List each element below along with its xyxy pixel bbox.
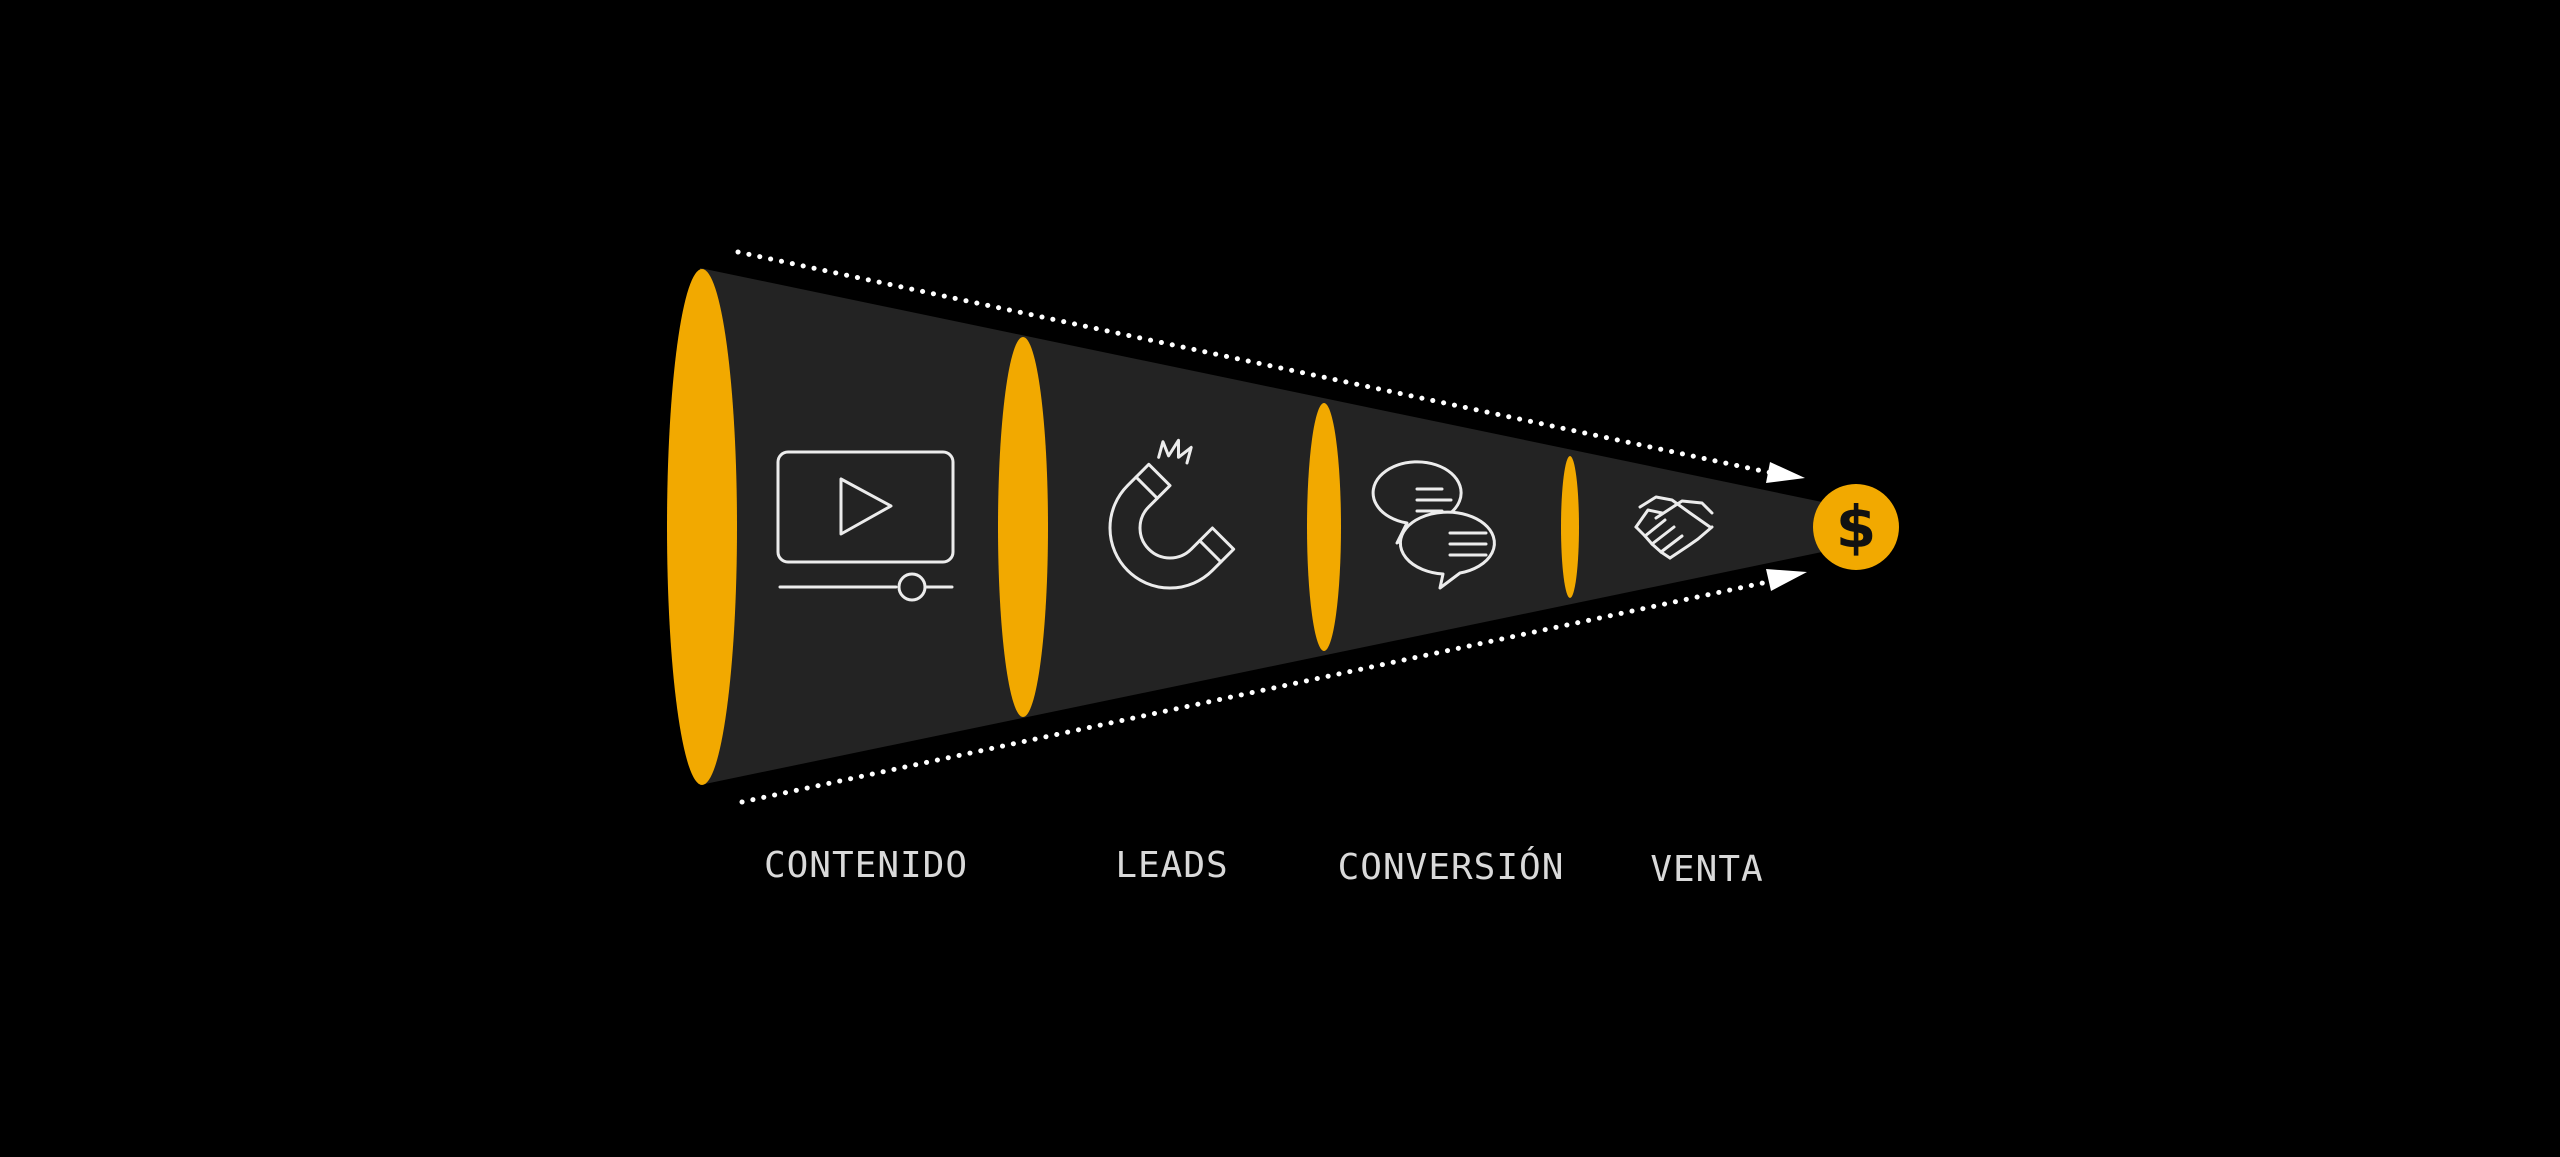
ring-leads	[998, 337, 1048, 717]
ring-contenido	[667, 269, 737, 785]
stage-label-contenido: CONTENIDO	[764, 845, 968, 886]
stage-label-venta: VENTA	[1650, 849, 1763, 890]
dollar-coin-icon: $	[1813, 484, 1899, 570]
bottom-arrowhead	[1766, 569, 1807, 591]
ring-conversion	[1307, 403, 1341, 651]
goal-symbol: $	[1836, 493, 1876, 561]
top-arrowhead	[1766, 462, 1805, 483]
top-dotted-arrow	[735, 249, 1805, 483]
handshake-icon	[1634, 495, 1714, 560]
stage-label-leads: LEADS	[1115, 845, 1228, 886]
stage-label-conversion: CONVERSIÓN	[1338, 846, 1565, 888]
video-play-icon	[776, 450, 955, 602]
funnel-body	[700, 268, 1822, 785]
magnet-icon	[1108, 438, 1236, 590]
bottom-dotted-arrow	[739, 569, 1807, 805]
ring-venta	[1561, 456, 1579, 598]
chat-bubbles-icon	[1371, 460, 1496, 590]
